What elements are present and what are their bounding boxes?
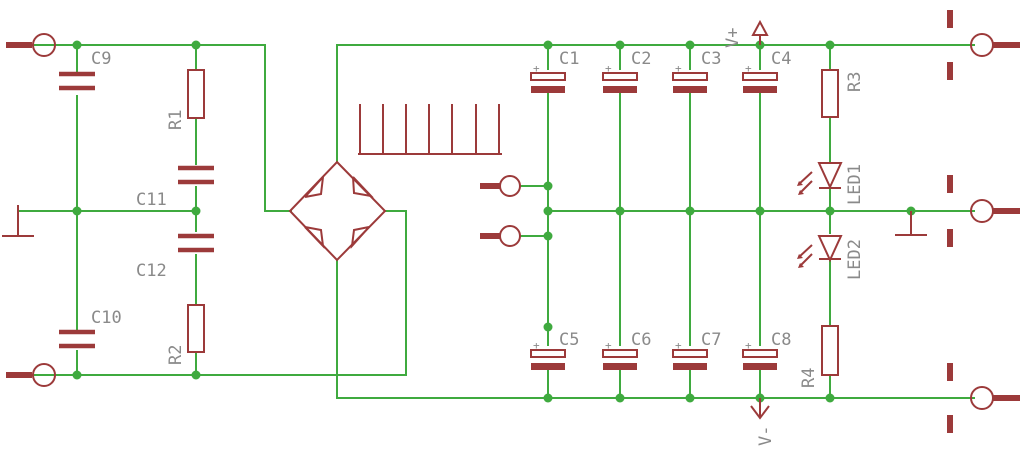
capacitor-c6[interactable]: + bbox=[602, 339, 638, 370]
output-terminal-vminus[interactable] bbox=[947, 363, 1020, 433]
label-c5: C5 bbox=[559, 330, 579, 350]
ground-symbol-right bbox=[895, 211, 927, 236]
ground-jack-1[interactable] bbox=[480, 175, 521, 197]
junction bbox=[543, 40, 553, 50]
polarity-mark: + bbox=[605, 62, 612, 75]
label-r3: R3 bbox=[845, 72, 865, 92]
label-c7: C7 bbox=[701, 330, 721, 350]
junction bbox=[191, 206, 201, 216]
input-jack-top[interactable] bbox=[6, 33, 56, 57]
polarity-mark: + bbox=[605, 339, 612, 352]
label-c4: C4 bbox=[771, 49, 791, 69]
capacitor-c12[interactable] bbox=[178, 233, 214, 253]
junction bbox=[191, 370, 201, 380]
capacitor-c5[interactable]: + bbox=[530, 339, 566, 370]
polarity-mark: + bbox=[745, 62, 752, 75]
junction bbox=[685, 393, 695, 403]
junction bbox=[755, 206, 765, 216]
vminus-supply-symbol bbox=[750, 398, 770, 420]
wires bbox=[18, 44, 975, 399]
capacitor-c8[interactable]: + bbox=[742, 339, 778, 370]
led2[interactable] bbox=[797, 235, 843, 268]
wire-input-top bbox=[32, 44, 292, 212]
resistor-r3[interactable] bbox=[821, 69, 839, 118]
capacitor-c7[interactable]: + bbox=[672, 339, 708, 370]
junction bbox=[543, 393, 553, 403]
junction bbox=[825, 40, 835, 50]
label-r1: R1 bbox=[166, 110, 186, 130]
label-c1: C1 bbox=[559, 49, 579, 69]
label-c2: C2 bbox=[631, 49, 651, 69]
label-vplus: V+ bbox=[723, 28, 743, 48]
label-c9: C9 bbox=[91, 49, 111, 69]
polarity-mark: + bbox=[675, 339, 682, 352]
label-led2: LED2 bbox=[845, 239, 865, 280]
wire-vplus-rail bbox=[336, 44, 950, 162]
junction bbox=[543, 181, 553, 191]
capacitor-c9[interactable] bbox=[59, 71, 95, 91]
polarity-mark: + bbox=[745, 339, 752, 352]
resistor-r2[interactable] bbox=[187, 304, 205, 353]
vplus-supply-symbol bbox=[751, 19, 769, 45]
component-labels: C9 C10 C11 C12 R1 R2 C1 C2 C3 C4 C5 C6 C… bbox=[91, 28, 865, 446]
ground-jack-2[interactable] bbox=[480, 225, 521, 247]
junction bbox=[685, 206, 695, 216]
heatsink-symbol bbox=[358, 104, 502, 155]
label-c11: C11 bbox=[136, 190, 167, 210]
capacitor-c11[interactable] bbox=[178, 165, 214, 185]
label-c10: C10 bbox=[91, 308, 122, 328]
polarity-mark: + bbox=[533, 339, 540, 352]
resistor-r1[interactable] bbox=[187, 69, 205, 119]
label-c6: C6 bbox=[631, 330, 651, 350]
junction bbox=[685, 40, 695, 50]
label-r2: R2 bbox=[166, 345, 186, 365]
junction bbox=[615, 393, 625, 403]
junction bbox=[825, 206, 835, 216]
label-c12: C12 bbox=[136, 261, 167, 281]
junction bbox=[72, 206, 82, 216]
label-vminus: V- bbox=[756, 426, 776, 446]
label-c3: C3 bbox=[701, 49, 721, 69]
junction bbox=[615, 206, 625, 216]
junction bbox=[825, 393, 835, 403]
junction bbox=[543, 322, 553, 332]
capacitor-c2[interactable]: + bbox=[602, 62, 638, 93]
polarity-mark: + bbox=[675, 62, 682, 75]
output-terminal-vplus[interactable] bbox=[947, 10, 1020, 80]
output-terminal-ground[interactable] bbox=[947, 175, 1020, 247]
resistor-r4[interactable] bbox=[821, 325, 839, 376]
wire-input-bottom bbox=[32, 210, 407, 376]
wire-vminus-rail bbox=[336, 260, 950, 399]
junction bbox=[615, 40, 625, 50]
ground-symbol-left bbox=[2, 205, 34, 237]
label-led1: LED1 bbox=[845, 164, 865, 205]
capacitor-c3[interactable]: + bbox=[672, 62, 708, 93]
label-c8: C8 bbox=[771, 330, 791, 350]
junction bbox=[543, 206, 553, 216]
junction bbox=[72, 40, 82, 50]
capacitor-c10[interactable] bbox=[59, 329, 95, 349]
polarity-mark: + bbox=[533, 62, 540, 75]
junction-dots bbox=[72, 40, 916, 403]
capacitor-c4[interactable]: + bbox=[742, 62, 778, 93]
bridge-rectifier[interactable] bbox=[288, 160, 387, 262]
label-r4: R4 bbox=[799, 368, 819, 388]
junction bbox=[191, 40, 201, 50]
junction bbox=[72, 370, 82, 380]
junction bbox=[543, 231, 553, 241]
capacitor-c1[interactable]: + bbox=[530, 62, 566, 93]
input-jack-bottom[interactable] bbox=[6, 363, 56, 387]
led1[interactable] bbox=[797, 162, 843, 195]
